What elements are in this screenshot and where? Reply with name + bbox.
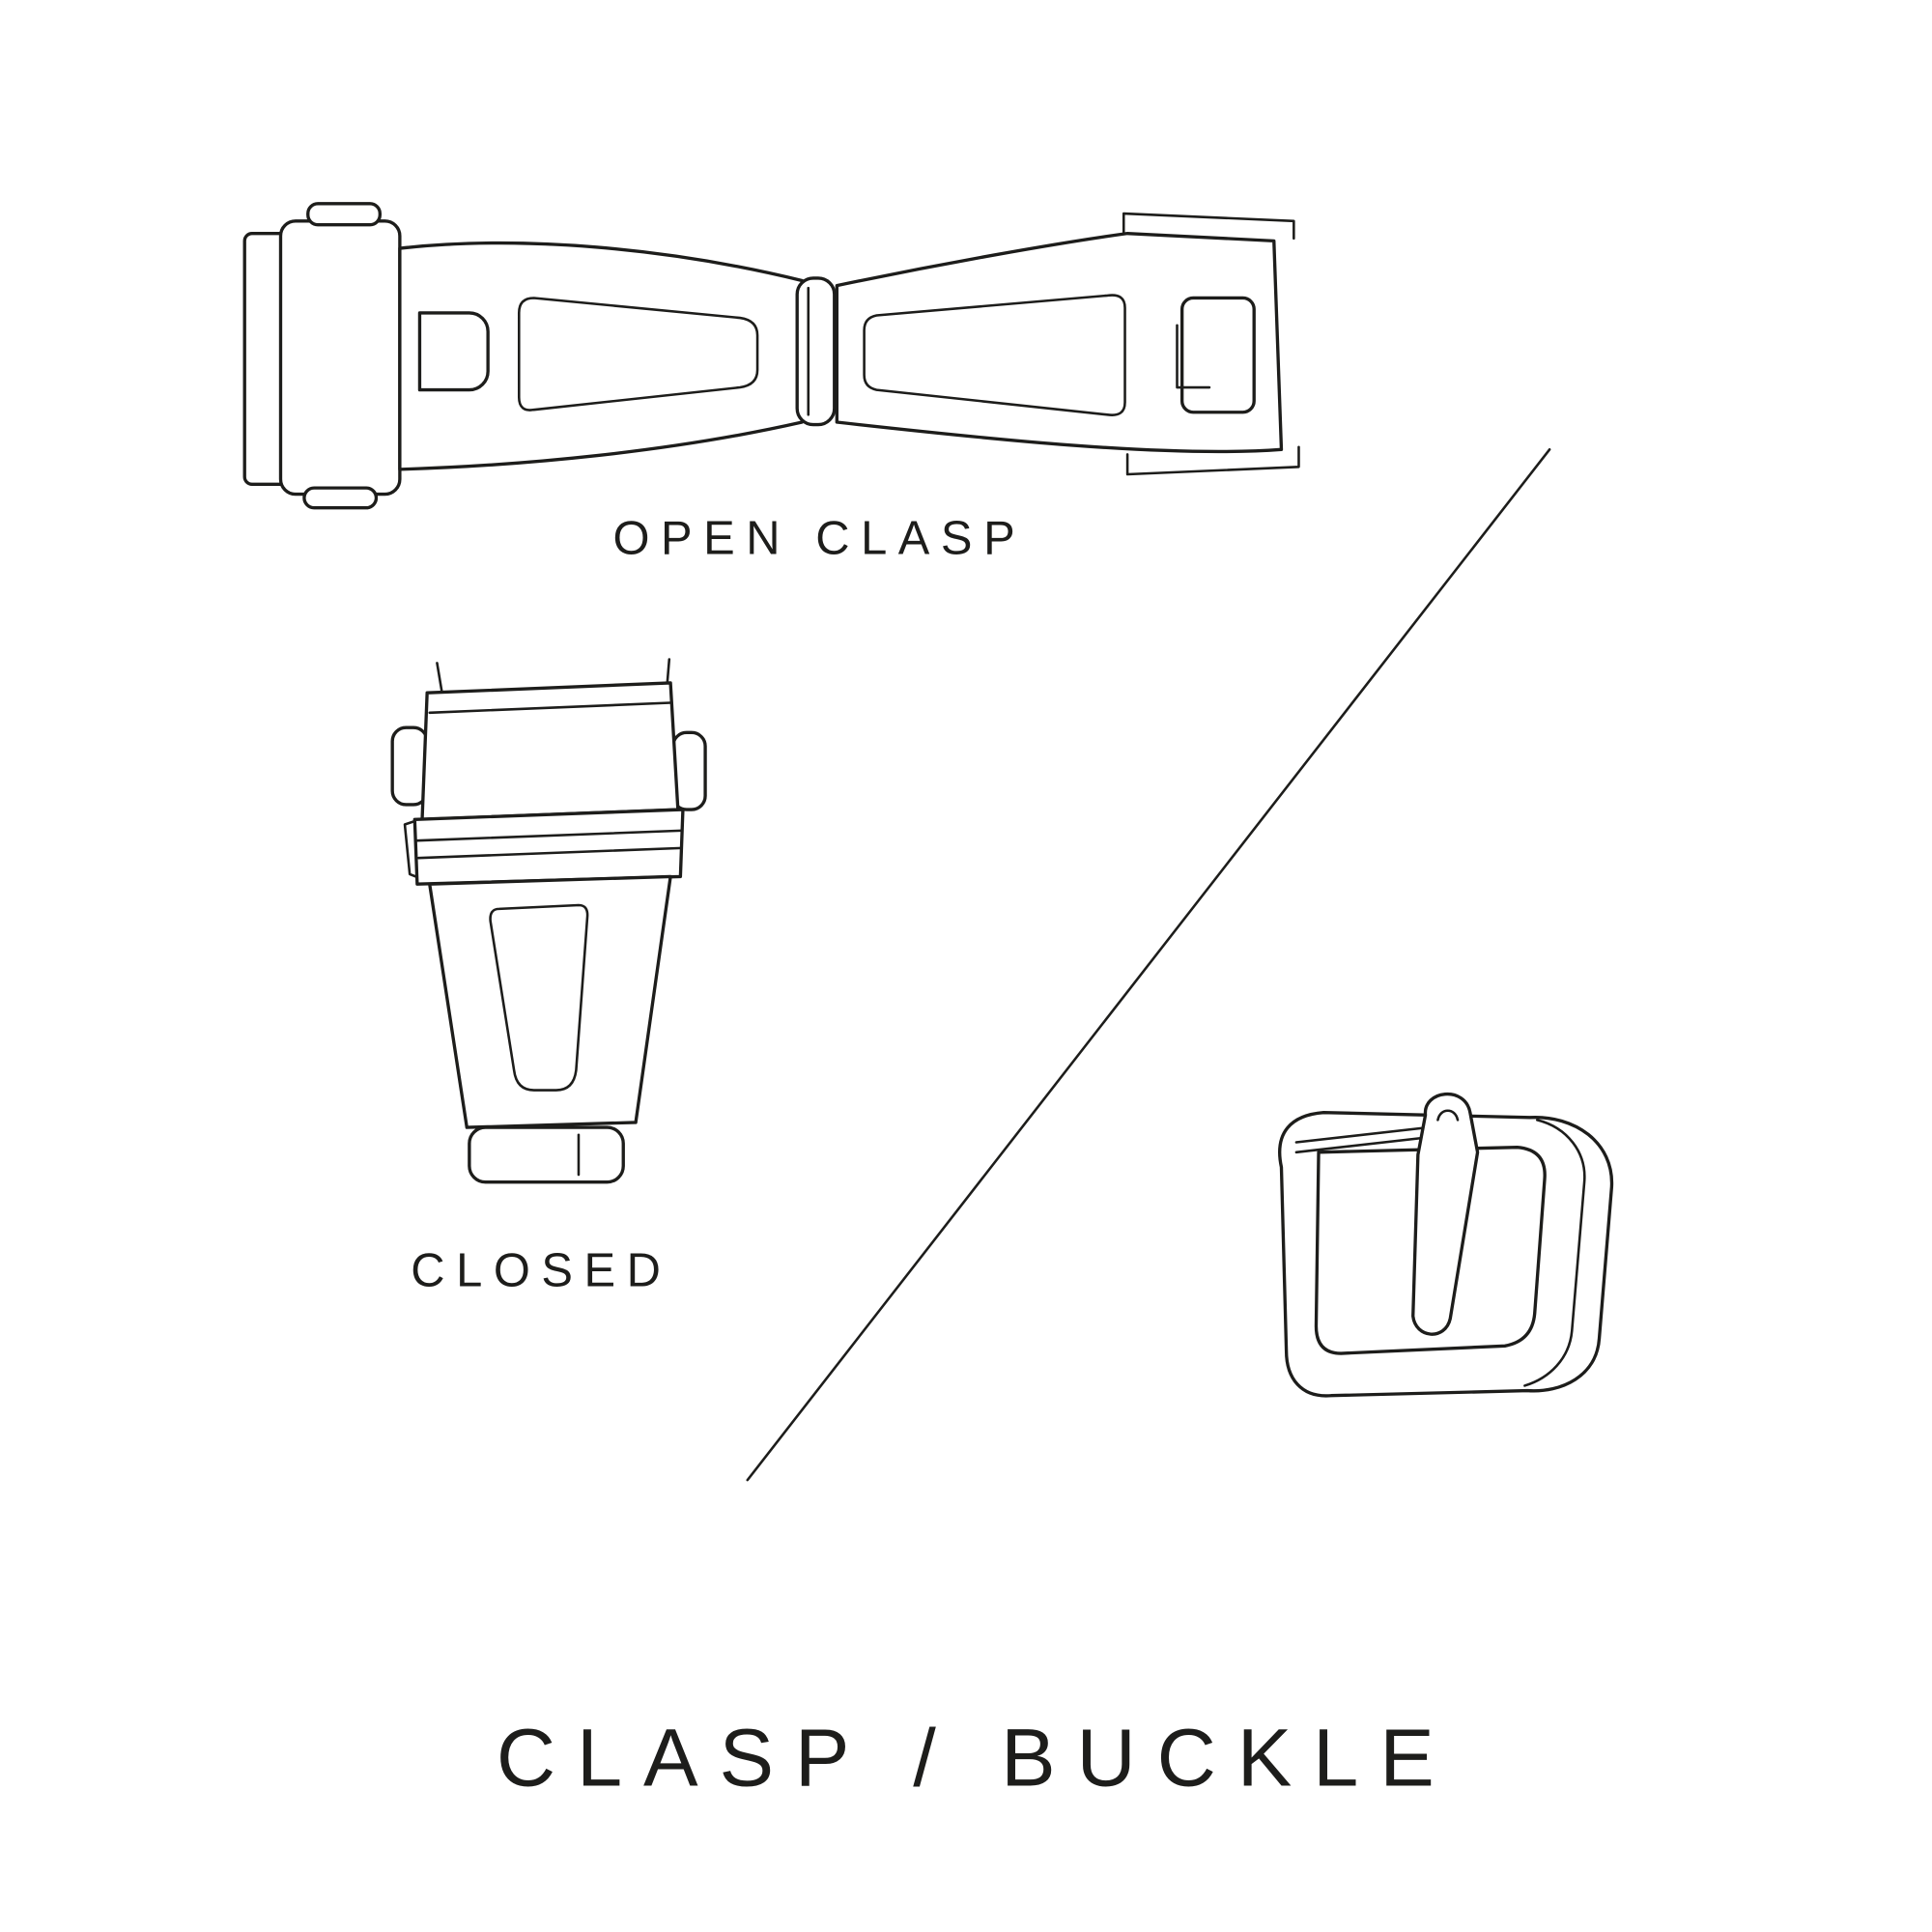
open-clasp-left-blade: [398, 241, 805, 471]
closed-label: CLOSED: [411, 1245, 671, 1297]
open-clasp-hinge: [795, 276, 837, 427]
closed-clasp-band: [403, 808, 685, 886]
diagram-title: CLASP / BUCKLE: [497, 1711, 1456, 1803]
open-clasp-right-blade: [835, 212, 1300, 476]
open-clasp-illustration: [242, 202, 1300, 510]
closed-clasp-end-cap: [468, 1125, 625, 1184]
open-clasp-label: OPEN CLASP: [612, 512, 1026, 564]
diagonal-divider: [746, 448, 1551, 1482]
closed-clasp-top-plate: [420, 681, 680, 821]
tang-buckle-illustration: [1278, 1093, 1614, 1398]
closed-clasp-illustration: [390, 658, 707, 1184]
closed-clasp-body: [428, 874, 672, 1129]
buckle-tongue: [1411, 1093, 1480, 1336]
open-clasp-left-cover: [242, 202, 402, 510]
buckle-opening: [1314, 1145, 1547, 1355]
